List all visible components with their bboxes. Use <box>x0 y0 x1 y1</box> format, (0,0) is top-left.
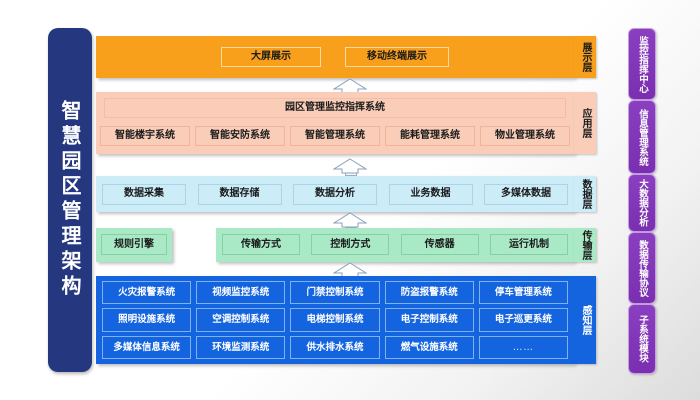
arrow-up-icon-2 <box>333 158 367 174</box>
perception-item-4[interactable]: 停车管理系统 <box>478 281 568 305</box>
data-item-1[interactable]: 数据存储 <box>197 183 282 205</box>
layer-application: 园区管理监控指挥系统 智能楼宇系统 智能安防系统 智能管理系统 能耗管理系统 物… <box>96 92 574 154</box>
perception-item-1[interactable]: 视频监控系统 <box>196 281 286 305</box>
layer-label-data: 数据层 <box>574 176 596 212</box>
layer-transmission: 传输方式 控制方式 传感器 运行机制 <box>216 228 574 262</box>
layer-label-perception: 感知层 <box>574 276 596 364</box>
presentation-item-1[interactable]: 移动终端展示 <box>345 47 449 67</box>
arrow-up-icon-3 <box>333 212 367 228</box>
perception-item-12[interactable]: 供水排水系统 <box>290 335 380 359</box>
perception-item-7[interactable]: 电梯控制系统 <box>290 308 380 332</box>
application-item-2[interactable]: 智能管理系统 <box>290 126 380 146</box>
layer-label-data-text: 数据层 <box>580 179 591 209</box>
perception-item-0[interactable]: 火灾报警系统 <box>102 281 192 305</box>
capsule-monitoring-command-center[interactable]: 监控指挥中心 <box>628 28 656 100</box>
diagram-title-panel: 智慧园区管理架构 <box>48 28 92 372</box>
transmission-item-2[interactable]: 传感器 <box>400 234 479 255</box>
application-item-4[interactable]: 物业管理系统 <box>480 126 570 146</box>
transmission-rule-engine-item[interactable]: 规则引擎 <box>101 234 167 255</box>
perception-item-13[interactable]: 燃气设施系统 <box>384 335 474 359</box>
page-title: 智慧园区管理架构 <box>58 100 82 300</box>
layer-label-transmission-text: 传输层 <box>580 230 591 260</box>
transmission-item-1[interactable]: 控制方式 <box>311 234 390 255</box>
presentation-item-0[interactable]: 大屏展示 <box>221 47 321 67</box>
data-item-4[interactable]: 多媒体数据 <box>484 183 568 205</box>
layer-transmission-rule-engine: 规则引擎 <box>96 228 172 262</box>
layer-data: 数据采集 数据存储 数据分析 业务数据 多媒体数据 <box>96 176 574 212</box>
data-item-3[interactable]: 业务数据 <box>388 183 473 205</box>
data-item-2[interactable]: 数据分析 <box>293 183 377 205</box>
perception-item-3[interactable]: 防盗报警系统 <box>384 281 474 305</box>
perception-item-5[interactable]: 照明设施系统 <box>102 308 192 332</box>
capsule-subsystem-module[interactable]: 子系统模块 <box>628 304 656 374</box>
perception-item-10[interactable]: 多媒体信息系统 <box>102 335 192 359</box>
capsule-label-2: 大数据分析 <box>636 179 648 227</box>
layer-label-application-text: 应用层 <box>580 108 591 138</box>
application-headline[interactable]: 园区管理监控指挥系统 <box>104 98 566 118</box>
transmission-item-0[interactable]: 传输方式 <box>222 234 300 255</box>
perception-item-8[interactable]: 电子控制系统 <box>384 308 474 332</box>
capsule-big-data-analysis[interactable]: 大数据分析 <box>628 174 656 232</box>
application-item-0[interactable]: 智能楼宇系统 <box>100 126 190 146</box>
perception-item-11[interactable]: 环境监测系统 <box>196 335 286 359</box>
capsule-information-management-system[interactable]: 信息管理系统 <box>628 100 656 174</box>
application-item-1[interactable]: 智能安防系统 <box>195 126 285 146</box>
transmission-item-3[interactable]: 运行机制 <box>489 234 568 255</box>
layer-label-presentation: 展示层 <box>574 36 596 78</box>
perception-item-9[interactable]: 电子巡更系统 <box>478 308 568 332</box>
capsule-label-1: 信息管理系统 <box>636 108 648 166</box>
capsule-label-4: 子系统模块 <box>636 315 648 363</box>
perception-item-more[interactable]: …… <box>478 335 568 359</box>
capsule-data-transmission-protocol[interactable]: 数据传输协议 <box>628 232 656 304</box>
perception-item-2[interactable]: 门禁控制系统 <box>290 281 380 305</box>
layer-label-transmission: 传输层 <box>574 228 596 262</box>
capsule-label-0: 监控指挥中心 <box>636 35 648 93</box>
perception-item-6[interactable]: 空调控制系统 <box>196 308 286 332</box>
application-item-3[interactable]: 能耗管理系统 <box>385 126 475 146</box>
layer-label-application: 应用层 <box>574 92 596 154</box>
layer-label-presentation-text: 展示层 <box>580 42 591 72</box>
layer-perception: 火灾报警系统 视频监控系统 门禁控制系统 防盗报警系统 停车管理系统 照明设施系… <box>96 276 574 364</box>
layer-label-perception-text: 感知层 <box>580 305 591 335</box>
data-item-0[interactable]: 数据采集 <box>102 183 186 205</box>
layer-presentation: 大屏展示 移动终端展示 <box>96 36 574 78</box>
capsule-label-3: 数据传输协议 <box>636 239 648 297</box>
